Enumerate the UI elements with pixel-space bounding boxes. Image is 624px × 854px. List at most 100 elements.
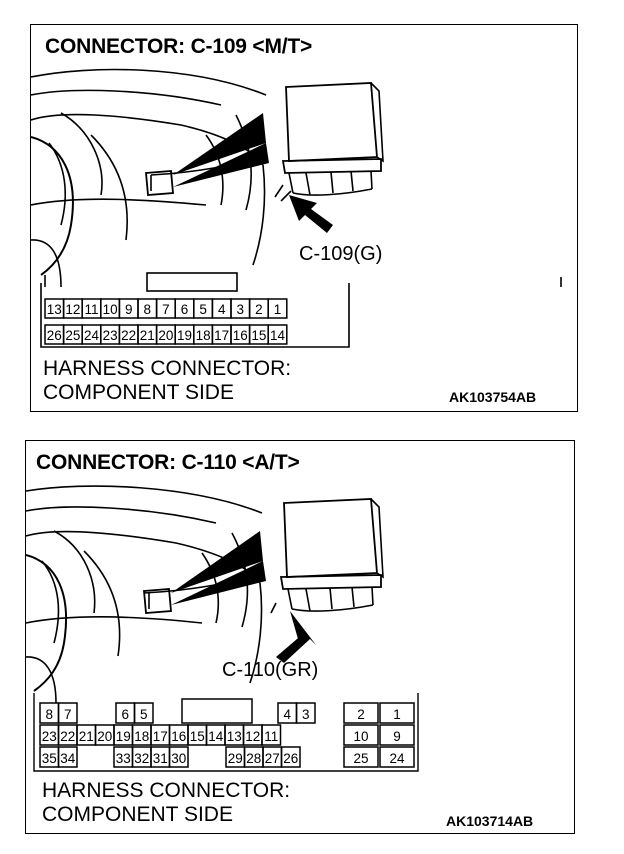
pin-number: 22: [60, 729, 75, 744]
pin-cell: 35: [39, 746, 60, 768]
pin-number: 11: [84, 302, 98, 317]
pin-number: 15: [190, 729, 205, 744]
pin-number: 5: [140, 707, 148, 722]
pin-cell: 2: [343, 702, 379, 724]
pin-number: 10: [353, 729, 368, 744]
pin-cell: 19: [113, 724, 134, 746]
pin-cell: 26: [280, 746, 301, 768]
pin-number: 1: [274, 302, 282, 317]
pin-cell: 21: [76, 724, 97, 746]
connector-key: [146, 272, 238, 292]
pin-number: 14: [208, 729, 224, 744]
pin-number: 25: [65, 328, 80, 343]
pin-cell: 1: [379, 702, 415, 724]
pin-cell: 10: [100, 298, 121, 319]
pin-cell: 4: [277, 702, 298, 724]
pin-cell: 10: [343, 724, 379, 746]
connector-frame: [40, 283, 350, 348]
pin-number: 2: [357, 707, 365, 722]
pin-cell: 14: [205, 724, 226, 746]
pin-cell: 30: [168, 746, 189, 768]
pin-cell: 8: [39, 702, 60, 724]
pin-cell: 4: [211, 298, 232, 319]
pin-cell: 16: [230, 324, 251, 345]
pin-cell: 25: [62, 324, 83, 345]
pin-number: 15: [251, 328, 266, 343]
pin-number: 18: [196, 328, 211, 343]
pin-cell: 13: [224, 724, 245, 746]
pin-number: 23: [42, 729, 57, 744]
pin-cell: 24: [379, 746, 415, 768]
pin-number: 25: [353, 751, 368, 766]
pin-cell: 5: [193, 298, 214, 319]
pin-cell: 9: [379, 724, 415, 746]
pin-cell: 29: [225, 746, 246, 768]
pin-cell: 1: [267, 298, 288, 319]
pin-number: 17: [214, 328, 229, 343]
pin-number: 27: [265, 751, 280, 766]
pin-number: 28: [246, 751, 261, 766]
pin-number: 32: [134, 751, 149, 766]
pin-cell: 17: [150, 724, 171, 746]
pin-cell: 17: [211, 324, 232, 345]
pin-cell: 20: [155, 324, 176, 345]
pin-cell: 15: [248, 324, 269, 345]
connector-panel-c109: CONNECTOR: C-109 <M/T>: [30, 24, 578, 412]
pin-cell: 6: [115, 702, 136, 724]
dashboard-illustration: [31, 68, 562, 288]
pin-number: 20: [158, 328, 173, 343]
harness-line-1: HARNESS CONNECTOR:: [42, 779, 291, 802]
pin-cell: 22: [57, 724, 78, 746]
pin-number: 24: [389, 751, 405, 766]
pin-cell: 20: [94, 724, 115, 746]
pin-cell: 21: [137, 324, 158, 345]
pin-cell: 22: [118, 324, 139, 345]
pin-cell: 24: [81, 324, 102, 345]
dashboard-illustration: [26, 485, 384, 704]
pin-number: 16: [233, 328, 248, 343]
pin-cell: 9: [118, 298, 139, 319]
pin-number: 22: [121, 328, 136, 343]
pin-number: 4: [283, 707, 291, 722]
pin-number: 23: [103, 328, 118, 343]
pin-number: 17: [153, 729, 168, 744]
pin-number: 35: [42, 751, 57, 766]
harness-line-2: COMPONENT SIDE: [42, 803, 233, 826]
figure-code: AK103754AB: [449, 389, 537, 405]
connector-panel-c110: CONNECTOR: C-110 <A/T>: [25, 440, 575, 834]
pin-cell: 11: [81, 298, 102, 319]
pin-cell: 34: [57, 746, 78, 768]
pin-number: 14: [270, 328, 286, 343]
pin-number: 16: [171, 729, 186, 744]
pin-number: 8: [144, 302, 152, 317]
pin-cell: 3: [230, 298, 251, 319]
pin-cell: 18: [131, 724, 152, 746]
pin-number: 7: [64, 707, 72, 722]
pin-cell: 8: [137, 298, 158, 319]
pin-number: 19: [177, 328, 192, 343]
pin-number: 2: [255, 302, 263, 317]
pin-cell: 12: [242, 724, 263, 746]
pin-cell: 16: [168, 724, 189, 746]
pin-cell: 33: [113, 746, 134, 768]
panel-title: CONNECTOR: C-109 <M/T>: [45, 35, 313, 58]
pin-number: 13: [227, 729, 242, 744]
pin-number: 6: [181, 302, 189, 317]
pin-number: 10: [103, 302, 118, 317]
pin-number: 21: [140, 328, 155, 343]
pin-cell: 12: [62, 298, 83, 319]
pin-number: 20: [97, 729, 112, 744]
pin-number: 30: [171, 751, 186, 766]
pin-number: 9: [125, 302, 133, 317]
pin-cell: 23: [100, 324, 121, 345]
harness-line-2: COMPONENT SIDE: [43, 381, 234, 404]
pin-cell: 25: [343, 746, 379, 768]
pin-cell: 19: [174, 324, 195, 345]
pin-cell: 28: [243, 746, 264, 768]
pin-cell: 18: [193, 324, 214, 345]
pin-number: 3: [302, 707, 310, 722]
pin-number: 33: [116, 751, 131, 766]
pin-cell: 7: [57, 702, 78, 724]
